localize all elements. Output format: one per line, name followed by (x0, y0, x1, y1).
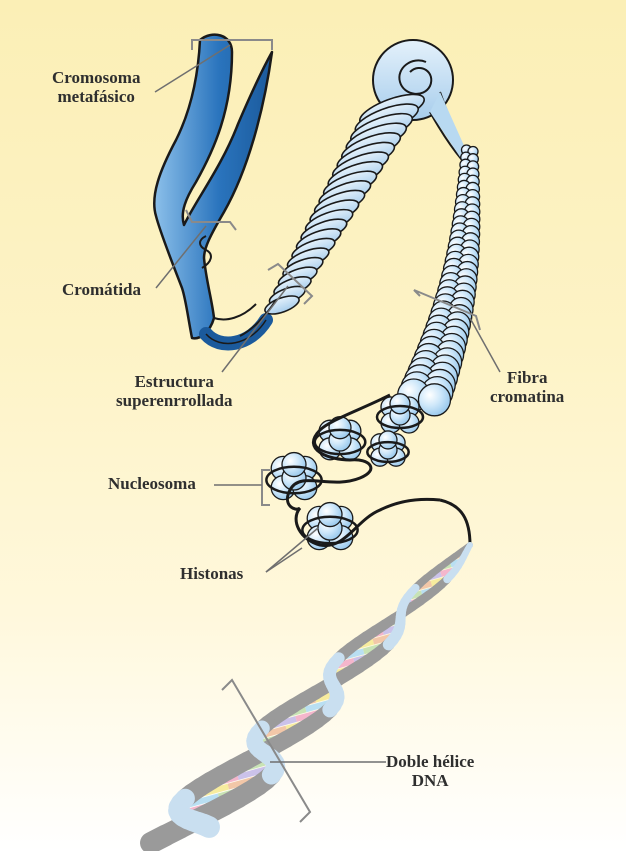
label-estructura-line1: Estructura (135, 372, 214, 391)
dna-backbone-front (389, 640, 393, 645)
dna-backbone-front (447, 575, 451, 580)
dna-backbone-front (204, 825, 209, 827)
label-fibra-line2: cromatina (490, 387, 564, 406)
dna-backbone-front (330, 705, 334, 710)
histone-bead (379, 431, 397, 449)
label-estructura-superenrrollada: Estructura superenrrollada (116, 372, 233, 410)
dna-backbone-back (151, 835, 166, 842)
label-doble-line1: Doble hélice (386, 752, 474, 771)
label-doble-helice-dna: Doble hélice DNA (386, 752, 474, 790)
label-cromatida: Cromátida (62, 280, 141, 299)
histone-bead (318, 503, 342, 527)
label-doble-line2: DNA (412, 771, 449, 790)
label-estructura-line2: superenrrollada (116, 391, 233, 410)
histone-bead (390, 394, 410, 414)
dna-backbone-front (271, 771, 274, 775)
label-histonas: Histonas (180, 564, 243, 583)
label-fibra-cromatina: Fibra cromatina (490, 368, 564, 406)
fiber-bead (418, 384, 450, 416)
chromatin-fiber-beads (398, 145, 480, 416)
label-cromosoma-metafasico: Cromosoma metafásico (52, 68, 140, 106)
histone-bead (282, 453, 306, 477)
label-nucleosoma: Nucleosoma (108, 474, 196, 493)
dna-double-helix (151, 545, 470, 843)
supercoiled-fiber (240, 40, 466, 336)
leader-histonas-1 (266, 528, 318, 572)
label-fibra-line1: Fibra (507, 368, 548, 387)
label-cromosoma-line2: metafásico (58, 87, 135, 106)
leader-histonas-2 (266, 548, 302, 572)
label-cromosoma-line1: Cromosoma (52, 68, 140, 87)
leader-fiber (470, 318, 500, 372)
leader-supercoil (222, 286, 288, 372)
histone-bead (329, 417, 351, 439)
